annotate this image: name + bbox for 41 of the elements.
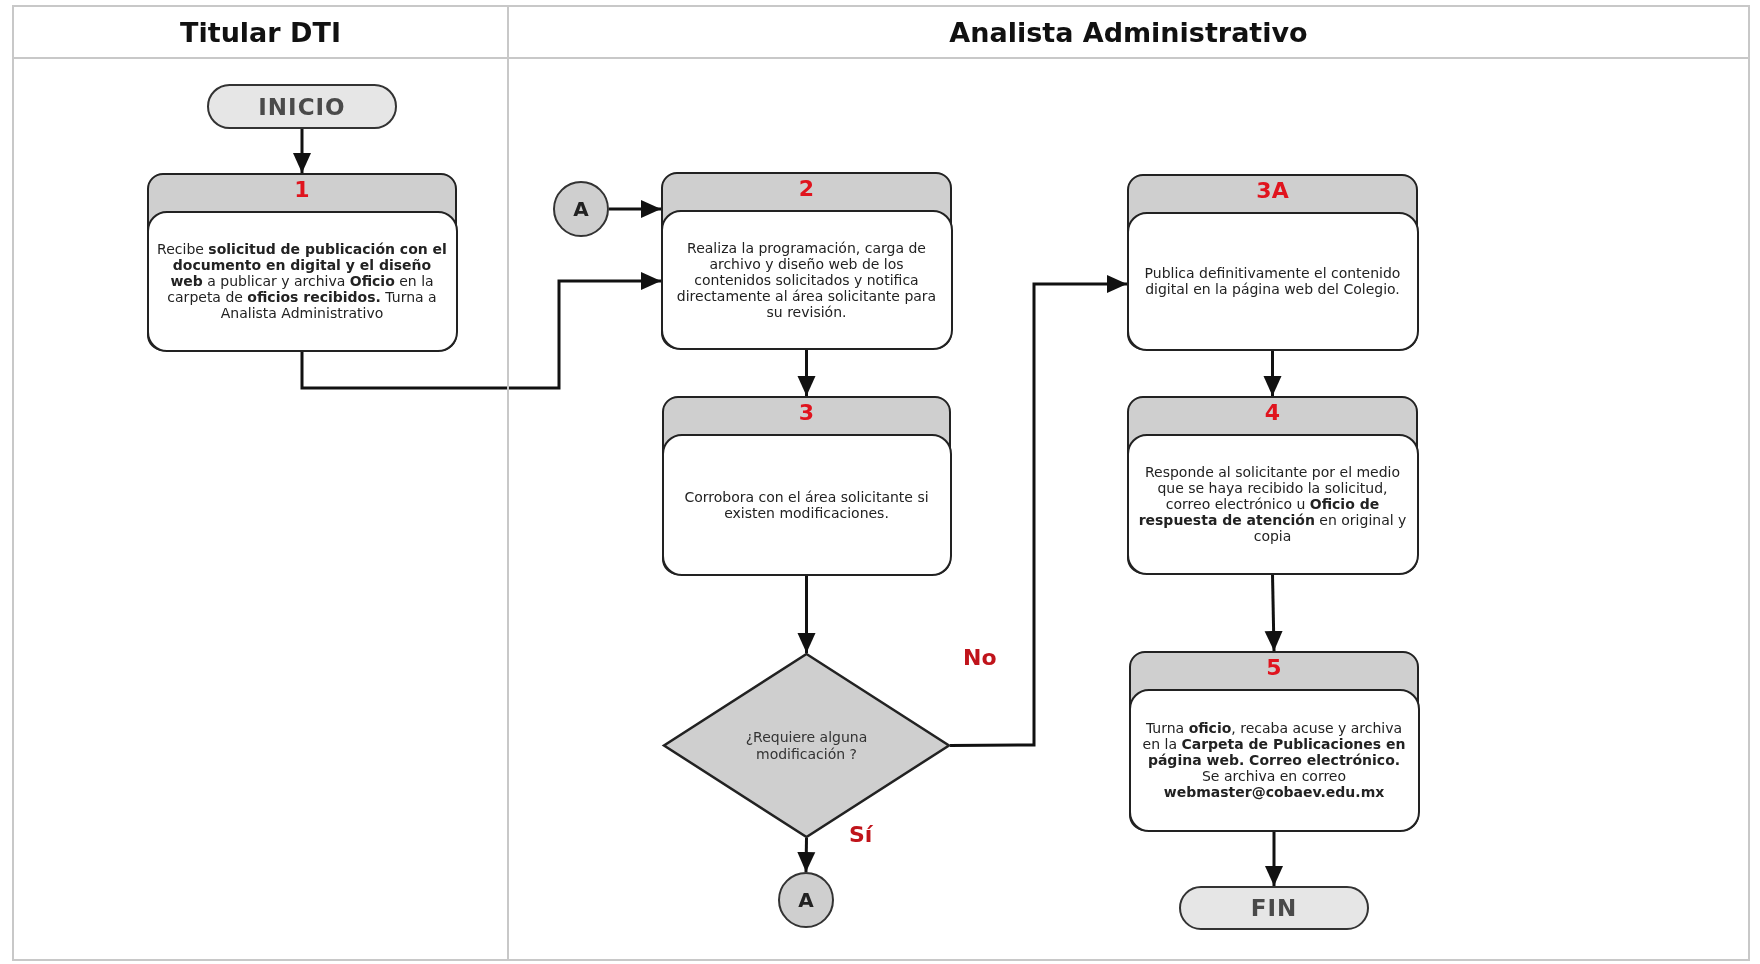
step-number: 3A: [1256, 178, 1289, 203]
terminator-pill: [1179, 886, 1369, 930]
connector-circle: [778, 872, 834, 928]
step-description: Realiza la programación, carga de archivo y diseño web de los contenidos solicitados y notifica directamente al área solicitante para su revisión.: [675, 239, 938, 320]
connector-label: A: [573, 197, 589, 221]
arrow: [797, 837, 816, 873]
process-box: [1129, 651, 1419, 831]
arrow: [950, 275, 1127, 747]
connector-circle: [553, 181, 609, 237]
arrow: [609, 200, 661, 218]
arrow: [293, 129, 311, 173]
decision-question: ¿Requiere alguna modificación ?: [744, 729, 869, 762]
swimlane: [12, 5, 509, 961]
step-description: Publica definitivamente el contenido digital en la página web del Colegio.: [1143, 265, 1402, 298]
arrow: [300, 272, 661, 390]
terminator-label: FIN: [1250, 895, 1298, 921]
terminator-pill: [207, 84, 397, 129]
arrow: [797, 349, 816, 396]
process-box: [1127, 174, 1418, 350]
step-description: Corrobora con el área solicitante si existen modificaciones.: [683, 488, 930, 521]
step-description: Responde al solicitante por el medio que se haya recibido la solicitud, correo electrónico u Oficio de respuesta de atención en original y copia: [1137, 464, 1408, 545]
lane-title: Titular DTI: [180, 16, 341, 48]
terminator-label: INICIO: [258, 93, 346, 120]
step-number: 3: [798, 400, 815, 425]
step-number: 5: [1266, 655, 1282, 680]
arrow: [1263, 350, 1282, 396]
arrow: [1264, 573, 1283, 652]
arrow: [1265, 831, 1283, 886]
connector-label: A: [798, 888, 814, 912]
lane-title: Analista Administrativo: [949, 16, 1308, 48]
step-number: 1: [294, 177, 310, 202]
process-box: [662, 396, 951, 575]
step-description: Recibe solicitud de publicación con el documento en digital y el diseño web a publicar y archiva Oficio en la carpeta de oficios recibidos. Turna a Analista Administrativo: [156, 241, 448, 322]
step-number: 4: [1264, 400, 1281, 425]
swimlane: [507, 5, 1750, 961]
step-description: Turna oficio, recaba acuse y archiva en la Carpeta de Publicaciones en página web. Correo electrónico. Se archiva en correo webmaster@cobaev.edu.mx: [1141, 720, 1407, 801]
step-number: 2: [798, 176, 815, 201]
process-box: [661, 172, 952, 349]
process-box: [147, 173, 457, 351]
arrow: [797, 575, 816, 653]
process-box: [1127, 396, 1418, 574]
